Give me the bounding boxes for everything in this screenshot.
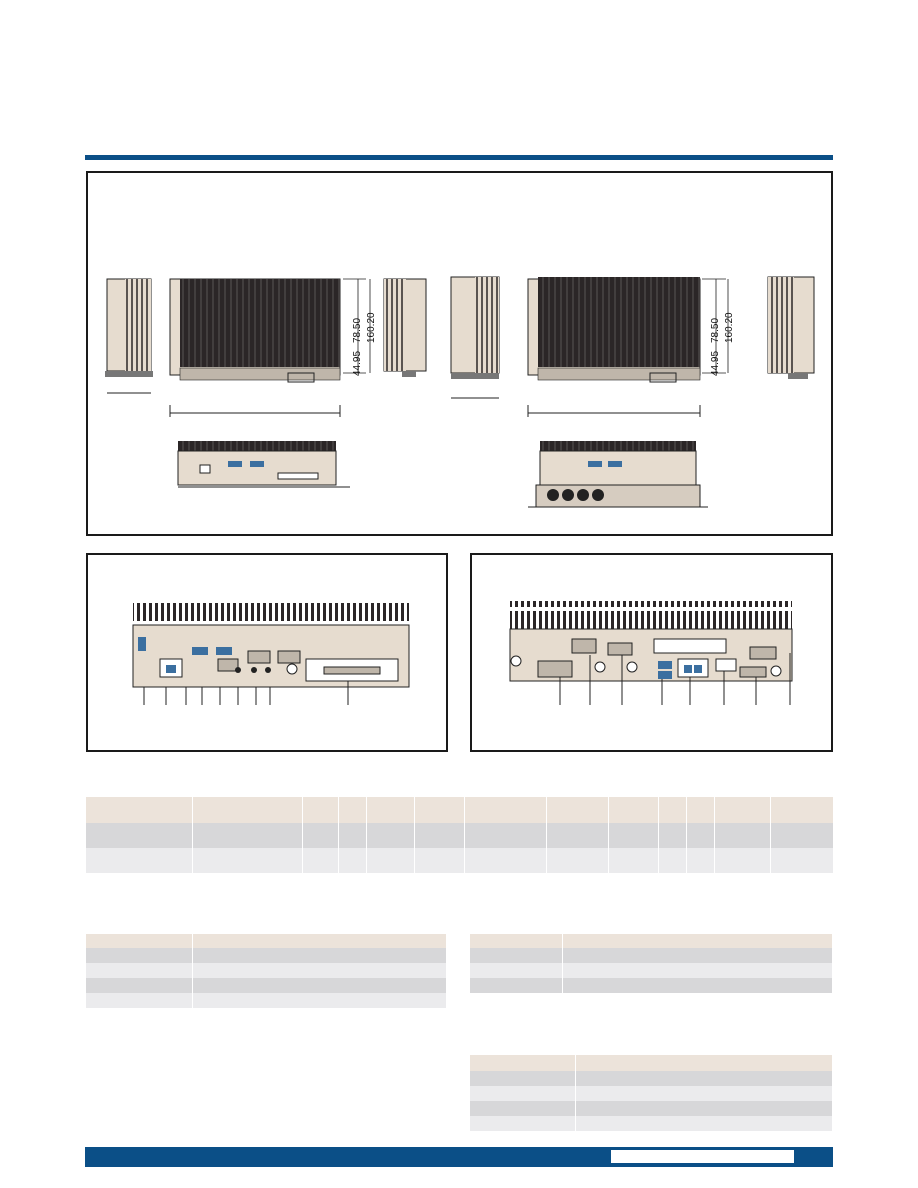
- usb-port-icon: [192, 647, 208, 655]
- terminal-block-icon: [537, 660, 573, 678]
- table-row: [86, 963, 447, 978]
- dim-height-upper-a: 78.50: [352, 318, 363, 343]
- table-header: [470, 934, 833, 948]
- dim-height-lower-b: 44.95: [710, 351, 721, 376]
- table-row: [470, 963, 833, 978]
- dim-height-total-b: 160.20: [724, 312, 735, 343]
- front-panel-drawing-1: [132, 603, 410, 705]
- dim-height-upper-b: 78.50: [710, 318, 721, 343]
- top-view-b: 78.50 160.20 44.95: [527, 277, 735, 417]
- footer-label-box: [611, 1150, 794, 1163]
- dimension-drawing-panel: 78.50 160.20 44.95: [86, 171, 833, 536]
- usb-port-b-icon: [658, 661, 672, 669]
- dimension-drawings: 78.50 160.20 44.95: [105, 276, 815, 508]
- com-port-b-icon: [607, 642, 633, 656]
- dim-height-total-a: 160.20: [366, 312, 377, 343]
- table-row: [470, 978, 833, 993]
- vga-port-icon: [217, 658, 239, 672]
- table-row: [86, 993, 447, 1008]
- front-panel-drawing-2: [509, 601, 793, 705]
- top-view-a: 78.50 160.20 44.95: [169, 278, 377, 417]
- lan-port-b-icon: [677, 658, 709, 678]
- side-view-right-b: [767, 276, 815, 379]
- side-view-left-b: [450, 276, 500, 399]
- table-header: [86, 934, 447, 948]
- spec-table-row: [86, 848, 834, 873]
- power-button-icon: [138, 637, 146, 651]
- side-view-left-a: [105, 278, 153, 394]
- table-row: [470, 1101, 833, 1116]
- front-view-small-b: [528, 441, 708, 508]
- table-row: [470, 1086, 833, 1101]
- dc-in-icon: [286, 663, 298, 675]
- table-row: [470, 1071, 833, 1086]
- spec-table-row: [86, 823, 834, 848]
- table-header: [470, 1055, 833, 1071]
- front-io-panel-2: [470, 553, 833, 752]
- dio-port-icon: [571, 638, 597, 654]
- side-view-right-a: [383, 278, 427, 377]
- spec-table: [86, 797, 834, 873]
- table-row: [86, 948, 447, 963]
- front-io-panel-1: [86, 553, 448, 752]
- header-rule: [85, 155, 833, 160]
- accessory-table: [470, 934, 833, 993]
- com-port-icon: [247, 650, 271, 664]
- optional-table: [470, 1055, 833, 1131]
- front-view-small-a: [177, 441, 350, 488]
- dim-height-lower-a: 44.95: [352, 351, 363, 376]
- table-row: [470, 1116, 833, 1131]
- vga-port-b-icon: [749, 646, 777, 660]
- table-row: [86, 978, 447, 993]
- spec-table-header: [86, 797, 834, 823]
- ordering-table-left: [86, 934, 447, 1008]
- table-row: [470, 948, 833, 963]
